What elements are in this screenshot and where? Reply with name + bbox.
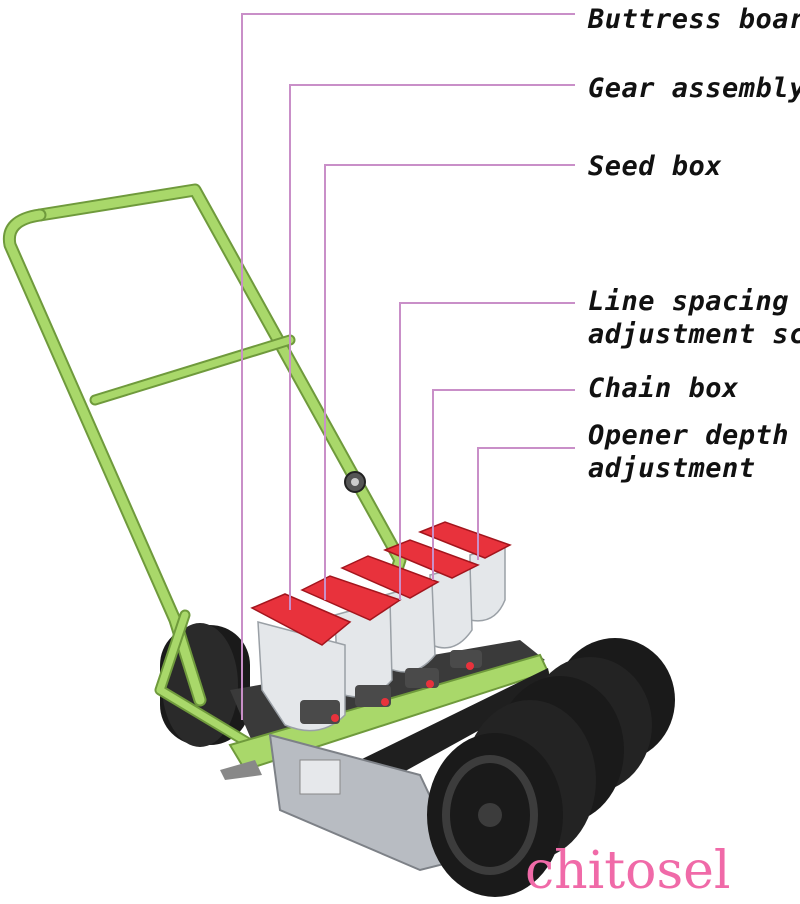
label-line-spacing-line1: Line spacing — [588, 286, 789, 317]
seed-boxes — [250, 521, 512, 732]
seed-box-5 — [417, 521, 512, 622]
leader-line-spacing — [399, 302, 575, 600]
label-line-spacing-line2: adjustment screw — [588, 319, 800, 350]
seed-box-2 — [300, 575, 402, 698]
leader-gear-assembly — [289, 84, 575, 610]
leader-opener-depth — [477, 447, 575, 560]
leader-seed-box — [324, 164, 575, 600]
leader-lines — [241, 13, 575, 720]
label-opener-depth-line2: adjustment — [588, 453, 756, 484]
leader-chain-box — [432, 389, 575, 580]
watermark: chitosel — [525, 841, 731, 901]
buttress-board-plate — [220, 733, 462, 872]
label-buttress-board: Buttress board — [587, 4, 800, 35]
label-seed-box: Seed box — [588, 151, 722, 182]
labels: Buttress board Gear assembly Seed box Li… — [587, 4, 800, 484]
front-rollers — [427, 638, 675, 897]
gear-assembly-part — [344, 471, 366, 493]
label-gear-assembly: Gear assembly — [588, 73, 800, 104]
seed-box-4 — [383, 539, 480, 649]
chain-box-parts — [300, 650, 482, 724]
leader-buttress-board — [241, 13, 575, 720]
label-chain-box: Chain box — [588, 373, 739, 404]
seeder-machine — [2, 183, 675, 897]
label-opener-depth-line1: Opener depth — [588, 420, 789, 451]
